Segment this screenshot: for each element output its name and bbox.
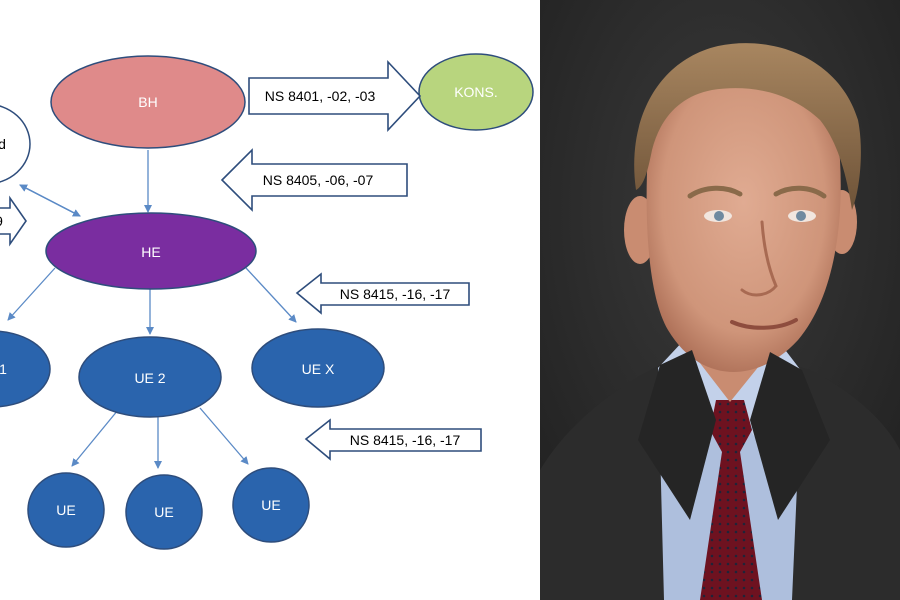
arrow-label-ns8405: NS 8405, -06, -07 [263,172,374,188]
ue-b-label: UE [154,504,173,520]
face [646,63,841,372]
he-label: HE [141,244,160,260]
arrow-label-ns8401: NS 8401, -02, -03 [265,88,376,104]
ue2-label: UE 2 [134,370,165,386]
connector-he-ue1 [7,267,56,321]
connector-he-partial-back [19,184,81,217]
organization-diagram: BH KONS. d HE 1 UE 2 UE X UE UE UE NS 84… [0,53,534,550]
nose [740,220,778,297]
ue2-node [78,336,222,418]
lapel-left [638,350,716,520]
hair [634,43,861,210]
ue-c-label: UE [261,497,280,513]
arrow-label-ns8415-upper: NS 8415, -16, -17 [340,286,451,302]
tie [700,400,762,600]
ue1-node [0,330,51,408]
uex-label: UE X [302,361,335,377]
iris-left [714,211,724,221]
standard-arrow-ns8405 [220,148,408,212]
partial-node-top-left [0,105,31,183]
standard-arrow-ns8415-upper [295,272,470,315]
kons-node [418,53,534,131]
bh-node [50,55,246,149]
standard-arrow-bh-kons [248,59,422,133]
connector-ue2-ue-a [71,409,119,467]
ue1-label: 1 [0,361,7,377]
lapel-right [750,352,830,520]
partial-arrow-left [0,195,27,247]
ue-a-node [27,472,105,548]
partial-arrow-label: 9 [0,213,3,229]
arrow-label-ns8415-lower: NS 8415, -16, -17 [350,432,461,448]
connector-he-uex [245,267,297,323]
connector-lines [7,150,297,469]
eyebrow-right [773,185,827,199]
person-portrait-photo [540,0,900,600]
iris-right [796,211,806,221]
connector-ue2-ue-c [199,407,249,465]
partial-node-label: d [0,136,6,152]
standard-arrow-ns8415-lower [304,418,482,461]
ue-a-label: UE [56,502,75,518]
bh-label: BH [138,94,157,110]
mouth [730,318,798,330]
uex-node [251,328,385,408]
kons-label: KONS. [454,84,498,100]
ue-c-node [232,467,310,543]
ue-b-node [125,474,203,550]
he-node [45,212,257,290]
eyebrow-left [687,185,743,199]
